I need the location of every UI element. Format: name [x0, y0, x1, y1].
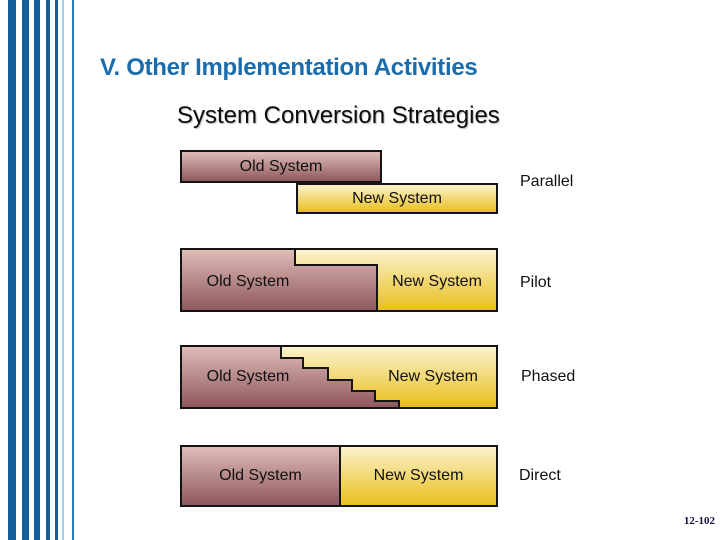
direct-old-system-label: Old System [219, 467, 302, 484]
direct-old-system-section: Old System [182, 447, 341, 505]
pilot-new-system-label: New System [392, 273, 482, 290]
parallel-old-system-bar: Old System [180, 150, 382, 183]
stripe-bar [72, 0, 74, 540]
stripe-bar [8, 0, 16, 540]
phased-new-system-label: New System [388, 368, 478, 385]
phased-strategy-label: Phased [521, 368, 576, 385]
pilot-strategy-label: Pilot [520, 274, 552, 291]
slide-page-number: 12-102 [683, 515, 715, 527]
parallel-new-system-label: New System [352, 189, 442, 207]
phased-old-system-label: Old System [206, 368, 290, 385]
parallel-strategy-label: Parallel [520, 173, 574, 190]
slide-subtitle: System Conversion Strategies [177, 102, 500, 129]
direct-new-system-label: New System [373, 467, 464, 484]
phased-bar [180, 345, 498, 409]
pilot-old-system-label: Old System [206, 273, 290, 290]
parallel-old-system-label: Old System [239, 157, 323, 175]
stripe-bar [34, 0, 40, 540]
stripe-bar [62, 0, 64, 540]
stripe-bar [22, 0, 29, 540]
phased-staircase-shape [182, 347, 496, 407]
stripe-bar [46, 0, 50, 540]
direct-new-system-section: New System [341, 447, 496, 505]
parallel-new-system-bar: New System [296, 183, 498, 214]
stripe-bar [55, 0, 58, 540]
pilot-bar [180, 248, 498, 312]
slide-title: V. Other Implementation Activities [100, 54, 478, 81]
pilot-step-shape [182, 250, 496, 310]
direct-strategy-label: Direct [519, 467, 561, 484]
direct-bar: Old System New System [180, 445, 498, 507]
